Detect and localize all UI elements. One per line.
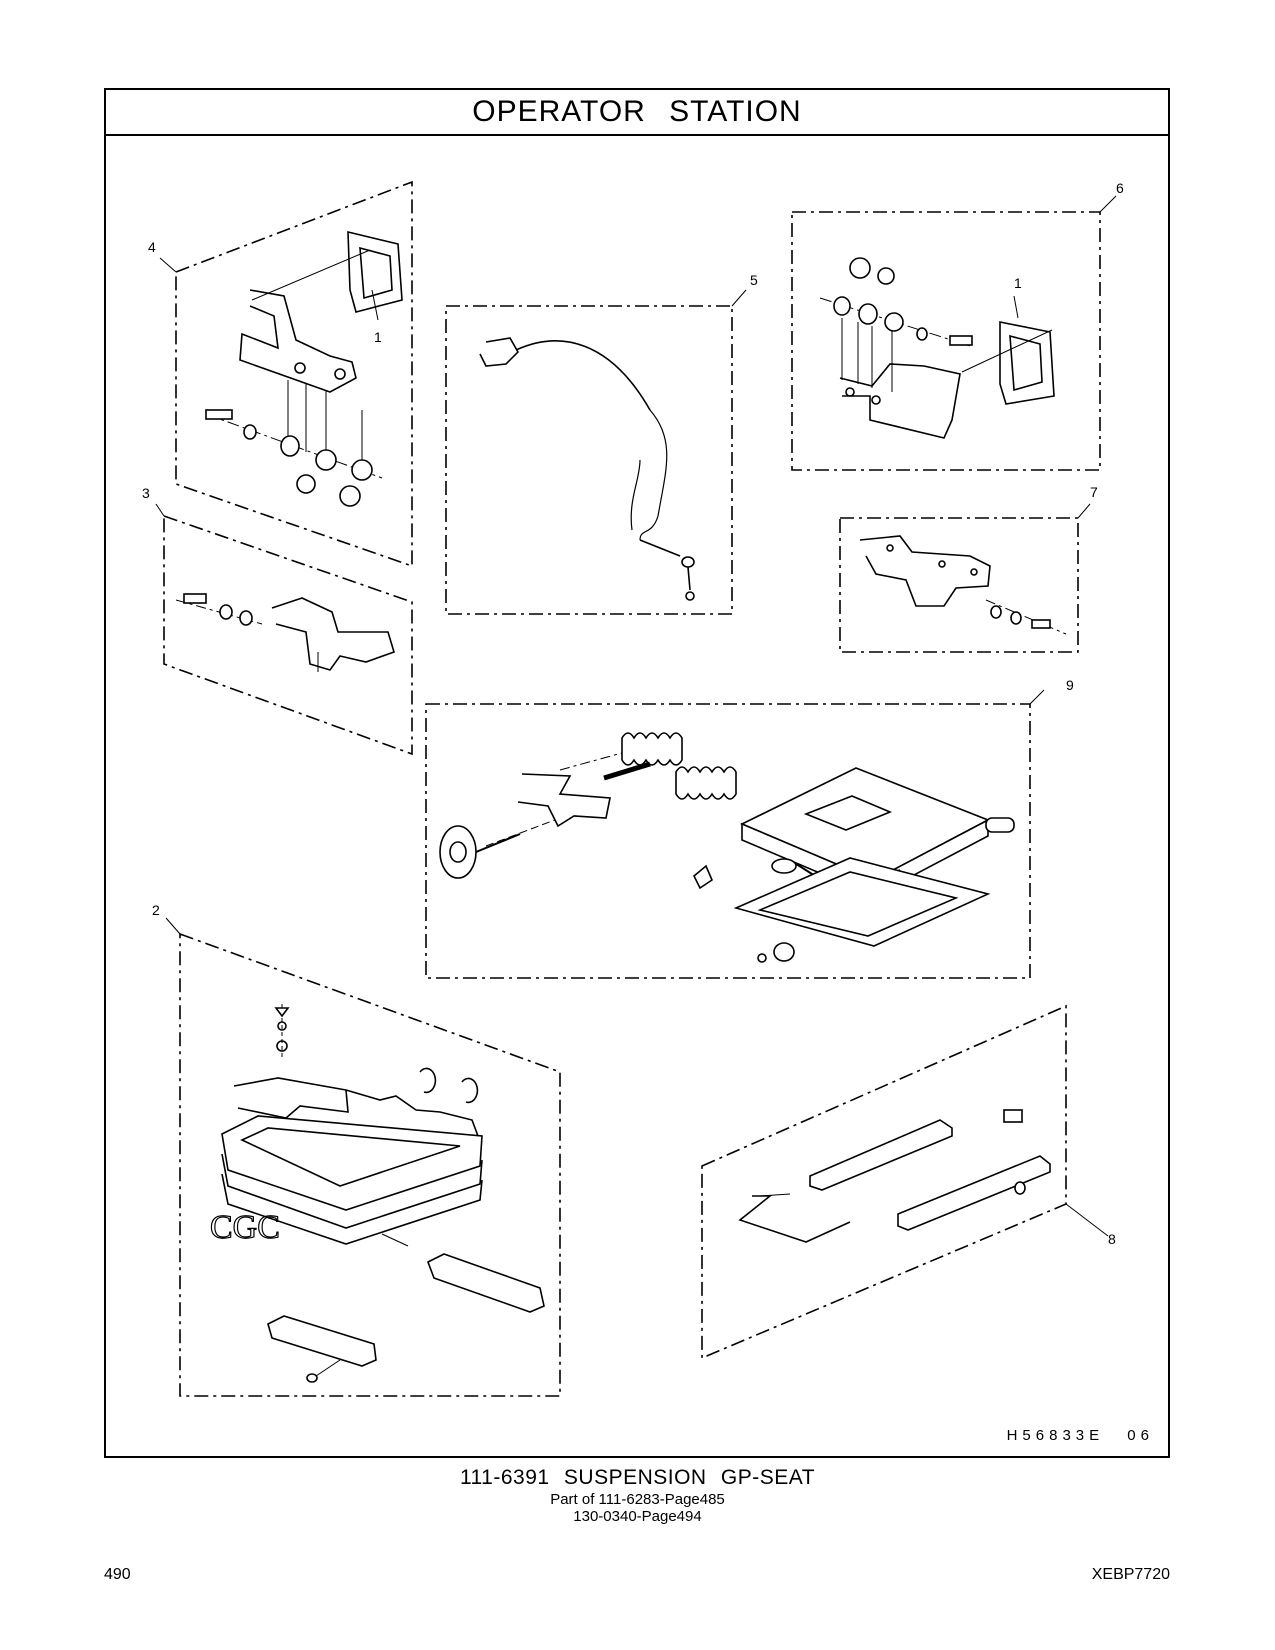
callout-8: 8 (1108, 1231, 1116, 1247)
callout-7: 7 (1090, 484, 1098, 500)
group-8-slide-rails (701, 1004, 1109, 1360)
illustration-code: H56833E 06 (1006, 1427, 1154, 1444)
group-5-cable (445, 289, 747, 615)
caption-main: 111-6391 SUSPENSION GP-SEAT (459, 1466, 816, 1489)
caption-reference-2: 130-0340-Page494 (573, 1508, 702, 1525)
callout-1b: 1 (1014, 275, 1022, 291)
callout-1a: 1 (374, 329, 382, 345)
document-id: XEBP7720 (1091, 1566, 1170, 1583)
seat-hardware-marks: CGC (210, 1209, 280, 1246)
callout-9: 9 (1066, 677, 1074, 693)
group-7-mount (839, 503, 1091, 653)
callout-4: 4 (148, 239, 156, 255)
diagram-frame: OPERATOR STATION H56833E 06 (104, 88, 1170, 1458)
callout-numbers: 1 1 2 3 4 5 6 7 8 9 (142, 180, 1124, 1247)
group-9-suspension-mechanism (425, 689, 1045, 979)
group-2-seat-pan: CGC (165, 917, 561, 1397)
group-3-bracket (155, 503, 413, 756)
page-title: OPERATOR STATION (106, 90, 1168, 136)
callout-2: 2 (152, 902, 160, 918)
page-number: 490 (104, 1566, 131, 1583)
callout-3: 3 (142, 485, 150, 501)
group-6-bracket-assembly (791, 195, 1117, 471)
caption-reference-1: Part of 111-6283-Page485 (550, 1491, 725, 1508)
group-4-bracket-assembly (159, 180, 413, 568)
callout-5: 5 (750, 272, 758, 288)
callout-6: 6 (1116, 180, 1124, 196)
